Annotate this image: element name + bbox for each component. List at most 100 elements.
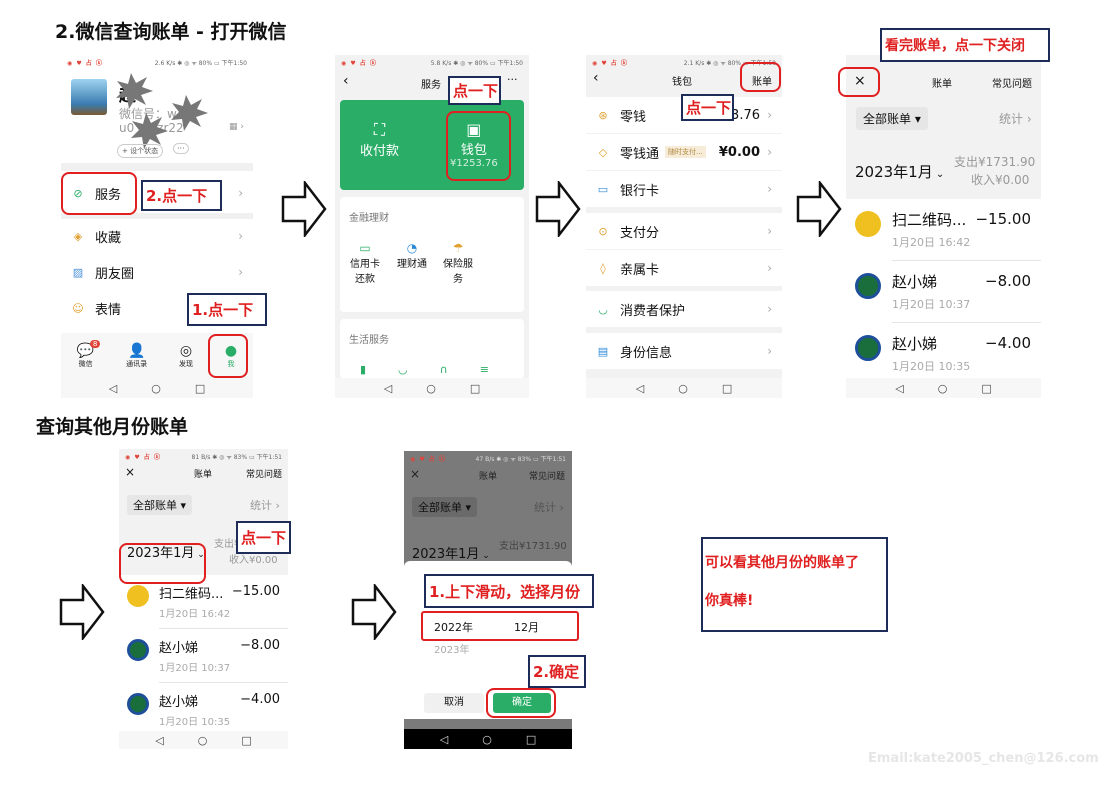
finance-card: 金融理财 ▭信用卡 还款 ◔理财通 ☂保险服 务 [340,197,524,312]
menu-item-favorites[interactable]: ◈收藏› [61,219,253,253]
stats-link[interactable]: 统计 › [999,112,1032,126]
recent-icon[interactable]: □ [194,381,206,395]
stats-link[interactable]: 统计 › [250,499,280,512]
wallet-row-bank-card[interactable]: ▭银行卡› [586,171,782,207]
more-menu-button[interactable]: ··· [507,73,518,86]
bill-button[interactable]: 账单 [752,77,772,88]
month-selector[interactable]: 2023年1月 ⌄ [412,547,490,562]
life-card: 生活服务 ▮◡∩≡ [340,319,524,379]
wallet-row-lqt[interactable]: ◇零钱通随时支付...¥0.00› [586,134,782,170]
callout-confirm: 2.确定 [528,655,586,688]
main-heading: 2.微信查询账单 - 打开微信 [55,21,287,43]
callout-tap-service: 2.点一下 [141,180,222,211]
wealth-management[interactable]: ◔理财通 [392,241,432,270]
home-icon[interactable]: ○ [151,381,161,395]
month-expense: 支出¥1731.90 [954,155,1036,169]
score-icon: ⊙ [598,224,608,238]
bill-item[interactable]: 赵小娣 1月20日 10:35 −4.00 [846,323,1041,378]
wallet-row-pay-score[interactable]: ⊙支付分› [586,213,782,249]
right-arrow-icon [351,584,397,640]
faq-link[interactable]: 常见问题 [246,470,283,480]
family-card-icon: ◊ [600,261,606,275]
close-icon[interactable]: × [854,73,866,89]
right-arrow-icon [535,181,581,237]
android-navbar: ◁○□ [404,729,572,749]
more-status-button[interactable]: ··· [173,143,189,154]
other-months-heading: 查询其他月份账单 [36,416,189,438]
bill-filter[interactable]: 全部账单 ▾ [127,495,193,515]
wallet-row-family-card[interactable]: ◊亲属卡› [586,250,782,286]
credit-card-repay[interactable]: ▭信用卡 还款 [350,241,380,285]
tab-me[interactable]: ●我 [224,342,238,368]
coin-icon: ⊛ [598,108,608,122]
highlight-bill-button [740,62,781,92]
bill-item[interactable]: 赵小娣 1月20日 10:35 −4.00 [119,683,288,731]
page-title: 钱包 [672,77,692,88]
set-status-button[interactable]: + 设个状态 [117,144,164,158]
month-selector[interactable]: 2023年1月 ⌄ [855,163,945,181]
insurance-service[interactable]: ☂保险服 务 [438,241,478,285]
back-chevron-icon[interactable]: ‹ [343,73,349,89]
back-chevron-icon[interactable]: ‹ [593,70,599,86]
tab-discover[interactable]: ◎发现 [179,342,193,368]
picker-year-2023[interactable]: 2023年 [434,645,470,656]
service-icon: ⊘ [73,186,83,200]
finance-title: 金融理财 [349,213,389,224]
android-navbar: ◁○□ [119,731,288,749]
callout-tap-wallet: 点一下 [448,76,501,105]
picker-year-2022[interactable]: 2022年 [434,621,473,634]
faq-link[interactable]: 常见问题 [529,472,566,482]
bill-item[interactable]: 扫二维码... 1月20日 16:42 −15.00 [119,575,288,629]
android-navbar: ◁ ○ □ [61,378,253,398]
wallet-icon: ▣ [466,120,482,139]
close-icon[interactable]: × [125,465,136,479]
bill-filter[interactable]: 全部账单 ▾ [412,497,478,517]
callout-tap-bill: 点一下 [681,94,734,121]
wallet-button[interactable]: ▣钱包¥1253.76 [450,120,498,169]
wallet-row-identity[interactable]: ▤身份信息› [586,333,782,369]
month-expense: 支出¥1731.90 [499,541,567,552]
page-title: 账单 [194,470,213,480]
cancel-button[interactable]: 取消 [424,693,484,713]
close-icon[interactable]: × [410,467,421,481]
wallet-row-consumer-protection[interactable]: ◡消费者保护› [586,291,782,327]
callout-tap-me: 1.点一下 [187,293,267,326]
person-icon: ● [224,342,238,359]
contact-logo-icon [855,335,881,361]
picker-month-12[interactable]: 12月 [514,621,539,634]
umbrella-icon: ☂ [452,241,464,255]
right-arrow-icon [281,181,327,237]
highlight-month-selector [119,543,206,584]
privacy-scribble-icon [116,73,208,149]
bill-item[interactable]: 扫二维码... 1月20日 16:42 −15.00 [846,199,1041,261]
highlight-confirm [486,688,556,718]
faq-link[interactable]: 常见问题 [992,79,1032,90]
stats-link[interactable]: 统计 › [534,501,564,514]
menu-item-moments[interactable]: ▨朋友圈› [61,255,253,289]
back-icon[interactable]: ◁ [108,381,118,395]
month-income: 收入¥0.00 [971,173,1030,187]
bill-item[interactable]: 赵小娣 1月20日 10:37 −8.00 [119,629,288,683]
wechat-id: 微信号：w [119,107,177,121]
confirm-button[interactable]: 确定 [493,693,551,713]
callout-tap-month: 点一下 [236,521,291,554]
android-navbar: ◁○□ [335,378,529,398]
image-icon: ▨ [72,265,84,279]
contact-logo-icon [855,273,881,299]
highlight-wallet [446,111,511,181]
unread-badge: 8 [89,339,101,348]
tab-contacts[interactable]: 👤通讯录 [126,342,148,368]
shield-icon: ◡ [598,302,608,316]
highlight-picker-row [421,611,579,641]
month-selector[interactable]: 2023年1月 ⌄ [127,546,205,561]
pay-receive-button[interactable]: ⛶收付款 [360,120,400,159]
qr-icon[interactable]: ▦ › [229,122,244,132]
bill-item[interactable]: 赵小娣 1月20日 10:37 −8.00 [846,261,1041,323]
bill-filter[interactable]: 全部账单 ▾ [856,107,928,130]
